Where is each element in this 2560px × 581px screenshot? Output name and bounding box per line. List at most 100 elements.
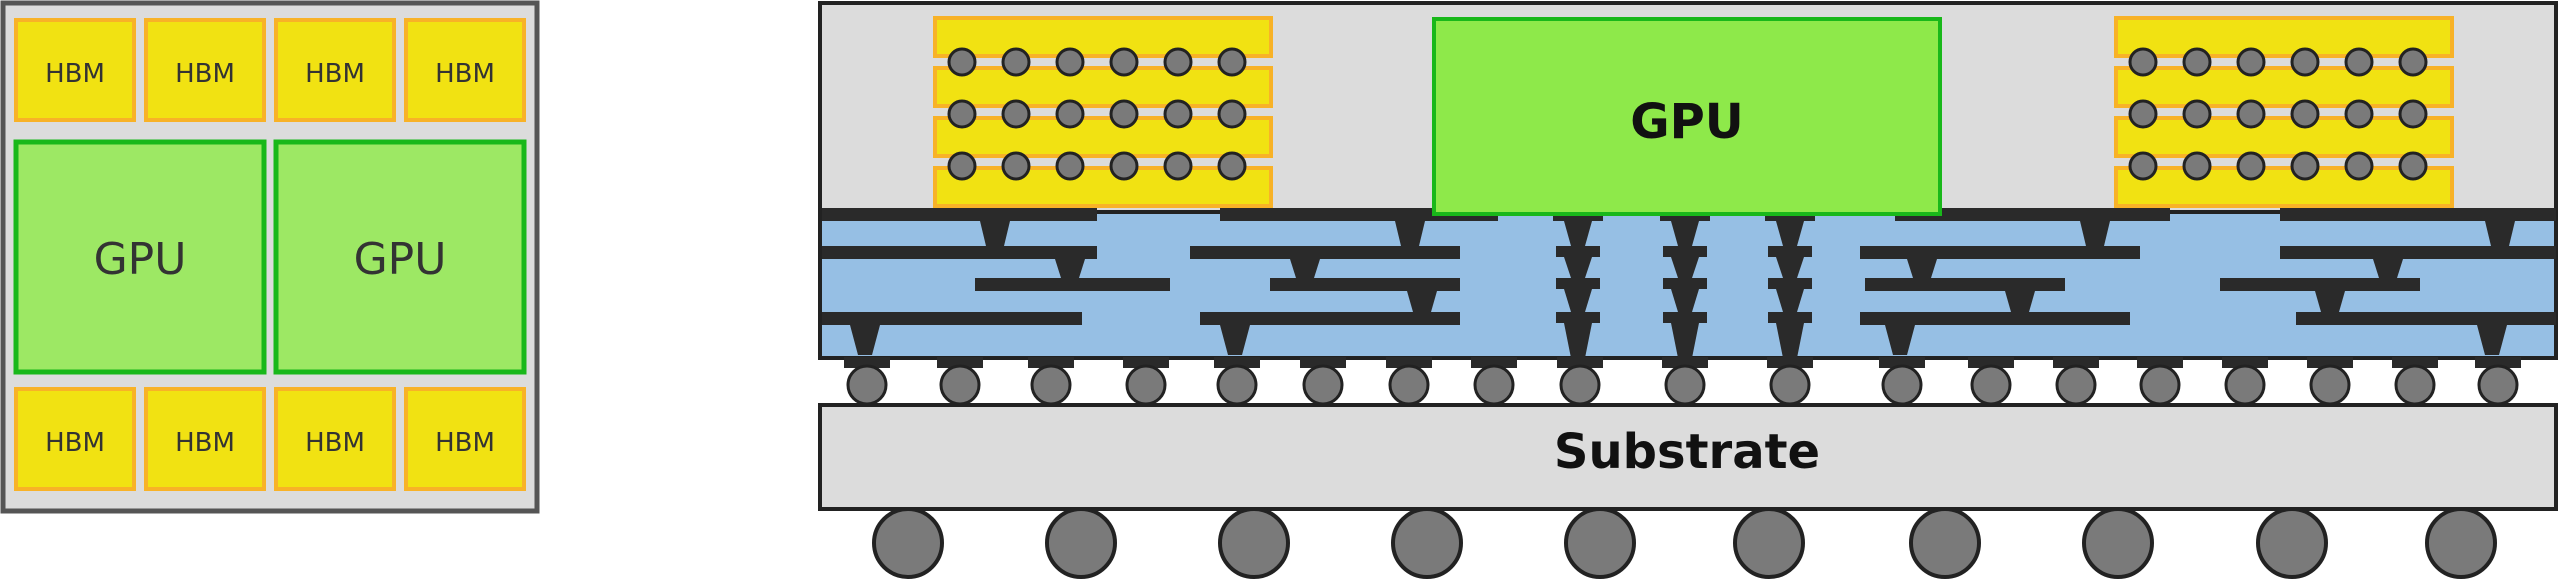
hbm-label: HBM (175, 59, 235, 89)
package-ball (1218, 507, 1290, 579)
hbm-label: HBM (305, 59, 365, 89)
rdl-trace (1860, 312, 2130, 325)
hbm-die-layer (2114, 66, 2454, 108)
rdl-trace (1663, 246, 1707, 257)
microbump (939, 364, 981, 406)
hbm-die-layer (2114, 166, 2454, 208)
rdl-via (1564, 289, 1592, 312)
package-ball (2082, 507, 2154, 579)
microbump-pad (2137, 357, 2183, 368)
rdl-via (1776, 221, 1804, 246)
tsv-bump (947, 99, 977, 129)
rdl-via (1055, 259, 1085, 278)
rdl-trace (1556, 312, 1600, 323)
rdl-trace (822, 208, 1097, 221)
tsv-bump (1001, 99, 1031, 129)
rdl-trace (1865, 278, 2065, 291)
tsv-bump (2290, 47, 2320, 77)
rdl-trace (1556, 278, 1600, 289)
rdl-via (1671, 257, 1699, 278)
rdl-via (2315, 291, 2345, 312)
microbump-pad (1879, 357, 1925, 368)
hbm-label: HBM (45, 59, 105, 89)
tsv-bump (1055, 151, 1085, 181)
package-ball (1045, 507, 1117, 579)
hbm-chip-bottom-4 (404, 387, 526, 491)
microbump-pad (2053, 357, 2099, 368)
microbump (2394, 364, 2436, 406)
microbump (2055, 364, 2097, 406)
microbump (846, 364, 888, 406)
microbump (1473, 364, 1515, 406)
microbump-pad (1968, 357, 2014, 368)
rdl-trace (2220, 278, 2420, 291)
tsv-bump (1001, 151, 1031, 181)
hbm-chip-top-3 (274, 18, 396, 122)
gpu-die-label: GPU (1630, 94, 1744, 150)
microbump-pad (2392, 357, 2438, 368)
tsv-bump (1163, 151, 1193, 181)
hbm-chip-top-2 (144, 18, 266, 122)
rdl-via (1220, 325, 1250, 355)
tsv-bump (2344, 151, 2374, 181)
rdl-trace (1768, 278, 1812, 289)
microbump (1388, 364, 1430, 406)
rdl-via (1776, 323, 1804, 358)
gpu-chip-1 (13, 139, 267, 375)
tsv-bump (947, 151, 977, 181)
hbm-die-layer (2114, 116, 2454, 158)
rdl-trace (2296, 312, 2556, 325)
rdl-via (1395, 221, 1425, 246)
microbump-pad (1214, 357, 1260, 368)
rdl-via (2485, 221, 2515, 246)
hbm-chip-bottom-3 (274, 387, 396, 491)
rdl-trace (1200, 312, 1460, 325)
microbump (1125, 364, 1167, 406)
tsv-bump (2182, 151, 2212, 181)
tsv-bump (2128, 151, 2158, 181)
microbump-pad (937, 357, 983, 368)
hbm-die-layer (933, 166, 1273, 208)
hbm-chip-bottom-1 (14, 387, 136, 491)
tsv-bump (1163, 47, 1193, 77)
tsv-bump (1109, 151, 1139, 181)
rdl-via (1776, 289, 1804, 312)
rdl-trace (1663, 278, 1707, 289)
hbm-die-layer (933, 16, 1273, 58)
microbump (1881, 364, 1923, 406)
rdl-via (1671, 221, 1699, 246)
gpu-chip-2 (273, 139, 527, 375)
hbm-label: HBM (45, 428, 105, 458)
microbump (1970, 364, 2012, 406)
microbump (1216, 364, 1258, 406)
microbump-pad (2475, 357, 2521, 368)
microbump-pad (1123, 357, 1169, 368)
package-balls (872, 507, 2497, 579)
package-ball (2425, 507, 2497, 579)
tsv-bump (2182, 47, 2212, 77)
tsv-bump (947, 47, 977, 77)
tsv-bump (2290, 151, 2320, 181)
microbumps (844, 357, 2521, 406)
gpu-die (1432, 17, 1942, 216)
tsv-bump (1109, 99, 1139, 129)
hbm-chip-top-4 (404, 18, 526, 122)
microbump (2309, 364, 2351, 406)
rdl-via (1407, 291, 1437, 312)
rdl-trace (1895, 208, 2170, 221)
hbm-chip-bottom-2 (144, 387, 266, 491)
rdl-via (2080, 221, 2110, 246)
microbump (1030, 364, 1072, 406)
rdl-via (1290, 259, 1320, 278)
rdl-trace (1768, 246, 1812, 257)
hbm-die-layer (933, 66, 1273, 108)
microbump (1302, 364, 1344, 406)
substrate-label: Substrate (1554, 424, 1820, 480)
package-ball (872, 507, 944, 579)
tsv-bump (1001, 47, 1031, 77)
rdl-via (1776, 257, 1804, 278)
microbump (1559, 364, 1601, 406)
rdl-via (1885, 325, 1915, 355)
rdl-trace (822, 312, 1082, 325)
